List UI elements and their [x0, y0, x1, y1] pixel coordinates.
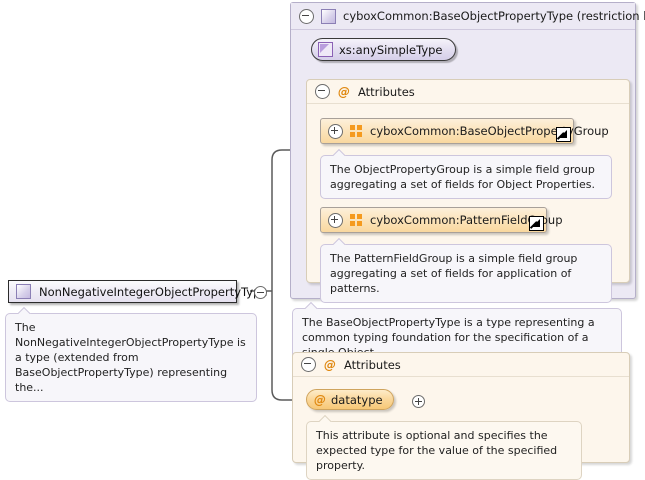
- external-link-arrow-icon[interactable]: [529, 216, 544, 231]
- attribute-group-annotation-text: The PatternFieldGroup is a simple field …: [330, 252, 578, 295]
- root-type-label: NonNegativeIntegerObjectPropertyType: [39, 284, 268, 299]
- external-link-arrow-icon[interactable]: [556, 127, 571, 142]
- base-attributes-label: Attributes: [358, 84, 415, 99]
- root-type-annotation: The NonNegativeIntegerObjectPropertyType…: [5, 313, 257, 402]
- root-type-node[interactable]: NonNegativeIntegerObjectPropertyType: [8, 280, 267, 303]
- attribute-group-icon: [350, 125, 363, 137]
- simple-type-node[interactable]: xs:anySimpleType: [311, 38, 456, 61]
- attribute-at-icon: @: [324, 357, 336, 372]
- annotation-notch: [333, 149, 346, 156]
- attribute-datatype[interactable]: @ datatype: [306, 389, 394, 410]
- complex-type-swatch-icon: [321, 8, 336, 24]
- attribute-group-icon: [350, 214, 363, 226]
- complex-type-swatch-icon: [16, 284, 31, 299]
- base-type-annotation-text: The BaseObjectPropertyType is a type rep…: [302, 316, 595, 359]
- group-expand-toggle-icon[interactable]: [328, 212, 343, 228]
- annotation-notch: [333, 238, 346, 245]
- base-attributes-collapse-toggle-icon[interactable]: [315, 84, 330, 99]
- annotation-notch: [18, 307, 31, 314]
- local-attributes-header: @ Attributes: [293, 353, 629, 377]
- attribute-at-icon: @: [314, 392, 326, 407]
- attribute-group-annotation: The ObjectPropertyGroup is a simple fiel…: [320, 155, 612, 199]
- diagram-canvas: cyboxCommon:BaseObjectPropertyType (rest…: [0, 0, 645, 470]
- attribute-group-label: cyboxCommon:BaseObjectPropertyGroup: [370, 124, 609, 138]
- root-type-collapse-toggle-icon[interactable]: [253, 285, 267, 299]
- group-expand-toggle-icon[interactable]: [328, 123, 343, 139]
- attribute-group-pattern-field-group[interactable]: cyboxCommon:PatternFieldGroup: [320, 207, 563, 233]
- simple-type-triangle-icon: [318, 42, 333, 57]
- attribute-datatype-label: datatype: [331, 392, 383, 407]
- root-type-annotation-text: The NonNegativeIntegerObjectPropertyType…: [15, 321, 246, 394]
- simple-type-label: xs:anySimpleType: [339, 42, 443, 57]
- attribute-datatype-expand-toggle-icon[interactable]: [412, 394, 425, 408]
- base-type-title: cyboxCommon:BaseObjectPropertyType (rest…: [343, 9, 645, 23]
- attribute-group-annotation-text: The ObjectPropertyGroup is a simple fiel…: [330, 163, 595, 191]
- annotation-notch: [319, 415, 332, 422]
- attribute-at-icon: @: [338, 84, 350, 99]
- base-type-collapse-toggle-icon[interactable]: [299, 8, 314, 24]
- local-attributes-label: Attributes: [344, 357, 401, 372]
- local-attributes-collapse-toggle-icon[interactable]: [301, 357, 316, 372]
- base-attributes-header: @ Attributes: [307, 80, 629, 104]
- attribute-group-base-object-property-group[interactable]: cyboxCommon:BaseObjectPropertyGroup: [320, 118, 609, 144]
- attribute-group-annotation: The PatternFieldGroup is a simple field …: [320, 244, 612, 303]
- base-type-header: cyboxCommon:BaseObjectPropertyType (rest…: [291, 3, 645, 30]
- attribute-datatype-annotation: This attribute is optional and specifies…: [306, 421, 582, 480]
- annotation-notch: [305, 302, 318, 309]
- attribute-group-label: cyboxCommon:PatternFieldGroup: [370, 213, 563, 227]
- attribute-datatype-annotation-text: This attribute is optional and specifies…: [316, 429, 558, 472]
